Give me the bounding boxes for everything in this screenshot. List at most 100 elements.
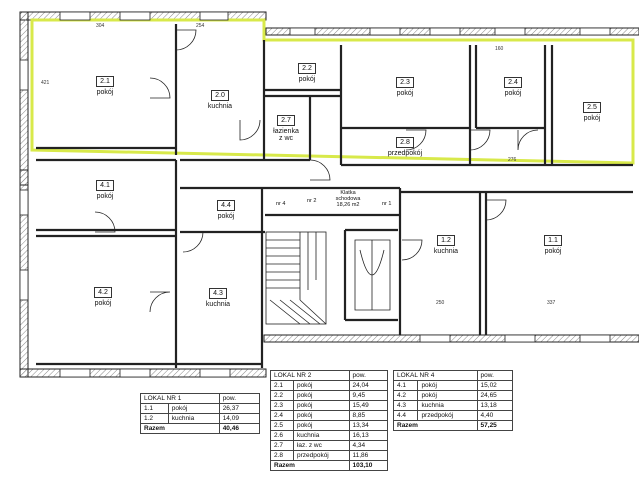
dimension-label: 304: [96, 23, 105, 29]
room-number: 4.4: [217, 200, 235, 211]
room-area-cell: 15,49: [348, 400, 388, 411]
room-name: kuchnia: [207, 103, 233, 110]
room-number-cell: 2.4: [270, 410, 294, 421]
table-col-header: pow.: [218, 393, 261, 404]
room-area-cell: 26,37: [218, 403, 261, 414]
room-number-cell: 2.7: [270, 440, 294, 451]
door-label-nr4: nr 4: [276, 201, 286, 207]
room-1-2: 1.2 kuchnia: [426, 235, 466, 255]
sum-label: Razem: [140, 423, 220, 434]
room-2-4: 2.4 pokój: [498, 77, 528, 97]
table-row: 1.1 pokój 26,37: [140, 403, 261, 414]
table-title: LOKAL NR 4: [393, 370, 478, 381]
room-name-cell: pokój: [167, 403, 220, 414]
room-2-5: 2.5 pokój: [577, 102, 607, 122]
dimension-label: 254: [196, 23, 205, 29]
dimension-label: 250: [436, 300, 445, 306]
room-name-cell: pokój: [292, 400, 350, 411]
sum-value: 103,10: [348, 460, 388, 471]
dimension-label: 276: [508, 157, 517, 163]
room-name-cell: przedpokój: [292, 450, 350, 461]
room-name: pokój: [94, 300, 112, 307]
room-name: pokój: [504, 90, 522, 97]
door-label-nr2: nr 2: [307, 198, 317, 204]
room-4-4: 4.4 pokój: [211, 200, 241, 220]
stairwell-area: 18,26 m2: [336, 202, 360, 209]
table-sum-row: Razem 57,25: [393, 420, 514, 431]
room-4-2: 4.2 pokój: [88, 287, 118, 307]
table-sum-row: Razem 40,46: [140, 423, 261, 434]
room-area-cell: 14,09: [218, 413, 261, 424]
interior-walls: [36, 24, 633, 368]
room-number-cell: 2.1: [270, 380, 294, 391]
room-area-cell: 9,45: [348, 390, 388, 401]
room-2-3: 2.3 pokój: [390, 77, 420, 97]
table-title: LOKAL NR 1: [140, 393, 220, 404]
room-name-cell: pokój: [292, 390, 350, 401]
stairwell-label: Klatka schodowa 18,26 m2: [328, 190, 368, 208]
room-2-0: 2.0 kuchnia: [200, 90, 240, 110]
windows: [19, 11, 611, 378]
room-name: pokój: [298, 76, 316, 83]
room-area-cell: 11,86: [348, 450, 388, 461]
room-2-7: 2.7 łazienka z wc: [266, 115, 306, 142]
room-name: pokój: [96, 89, 114, 96]
room-number-cell: 1.2: [140, 413, 169, 424]
room-number-cell: 4.1: [392, 380, 419, 391]
room-area-cell: 16,13: [348, 430, 388, 441]
room-name-cell: pokój: [292, 420, 350, 431]
room-4-1: 4.1 pokój: [90, 180, 120, 200]
room-number: 2.8: [396, 137, 414, 148]
room-name: pokój: [396, 90, 414, 97]
room-number: 2.1: [96, 76, 114, 87]
door-swings: [94, 29, 539, 313]
room-number-cell: 2.6: [270, 430, 294, 441]
dimension-label: 160: [495, 46, 504, 52]
sum-value: 57,25: [476, 420, 514, 431]
room-number-cell: 4.2: [392, 390, 419, 401]
dimension-label: 421: [41, 80, 50, 86]
room-area-cell: 13,34: [348, 420, 388, 431]
room-number-cell: 2.2: [270, 390, 294, 401]
room-number: 2.3: [396, 77, 414, 88]
room-4-3: 4.3 kuchnia: [198, 288, 238, 308]
room-number-cell: 4.3: [392, 400, 419, 411]
sum-value: 40,46: [218, 423, 261, 434]
table-col-header: pow.: [348, 370, 388, 381]
room-name: pokój: [217, 213, 235, 220]
table-col-header: pow.: [476, 370, 514, 381]
room-area-cell: 4,34: [348, 440, 388, 451]
room-area-cell: 13,18: [476, 400, 514, 411]
room-number: 2.2: [298, 63, 316, 74]
sum-label: Razem: [270, 460, 350, 471]
room-name-cell: pokój: [417, 380, 478, 391]
room-name: łazienka z wc: [273, 128, 299, 142]
room-number: 2.7: [277, 115, 295, 126]
room-number: 2.0: [211, 90, 229, 101]
room-area-cell: 24,65: [476, 390, 514, 401]
room-2-2: 2.2 pokój: [292, 63, 322, 83]
room-number-cell: 4.4: [392, 410, 419, 421]
room-number: 4.3: [209, 288, 227, 299]
room-area-cell: 8,85: [348, 410, 388, 421]
apartment-2-highlight: [30, 18, 635, 165]
stairwell-title: Klatka schodowa: [335, 190, 361, 203]
room-name: kuchnia: [205, 301, 231, 308]
table-title: LOKAL NR 2: [270, 370, 350, 381]
door-label-nr1: nr 1: [382, 201, 392, 207]
sum-label: Razem: [393, 420, 478, 431]
room-area-cell: 24,04: [348, 380, 388, 391]
room-name: kuchnia: [433, 248, 459, 255]
room-number: 4.1: [96, 180, 114, 191]
room-area-cell: 4,40: [476, 410, 514, 421]
